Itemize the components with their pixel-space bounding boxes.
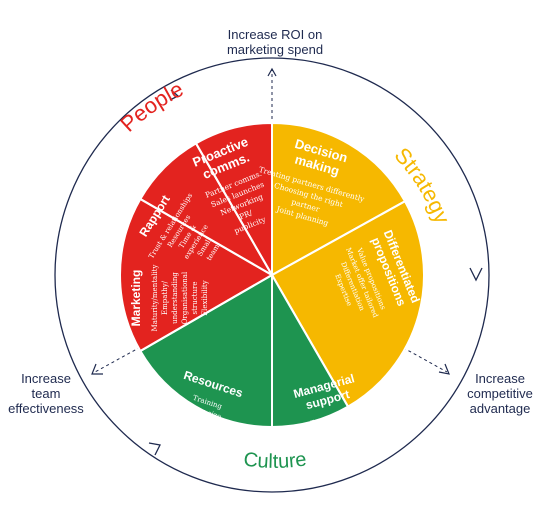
segment-title-line: Marketing <box>129 270 143 327</box>
goal-left-line-1: Increase <box>21 371 71 386</box>
segment-item-text: Empathy/ <box>161 280 169 315</box>
cycle-arrow-icon-top-left <box>169 89 180 101</box>
outer-cycle-ring <box>54 57 490 493</box>
spoke-arrow-icon-left <box>91 363 103 375</box>
cycle-arrow-icon-right <box>469 267 483 282</box>
segment-item-text: understanding <box>171 272 179 324</box>
segment-item-text: Organisational <box>181 271 189 324</box>
goal-right-line-1: Increase <box>475 371 525 386</box>
segment-divider <box>271 200 406 276</box>
goal-increase-competitive-advantage: Increase competitive advantage <box>450 371 550 416</box>
segment-decision-making <box>271 121 407 277</box>
segment-divider <box>139 198 273 276</box>
segment-resources <box>138 273 273 429</box>
segment-divider <box>271 274 349 408</box>
spoke-arrow-icon-right <box>438 363 450 375</box>
segment-item-text: Flexibility <box>201 280 209 315</box>
theme-people-label: People <box>115 76 187 137</box>
segment-divider <box>139 274 273 352</box>
cycle-arrow-icon-bottom-left <box>148 442 161 456</box>
goal-right-line-2: competitive <box>467 386 533 401</box>
goal-left-line-2: team <box>31 386 61 401</box>
goal-top-line-2: marketing spend <box>226 42 324 57</box>
segment-item-text: structure <box>191 282 199 315</box>
segment-item-text: Maturity/mentality <box>151 265 159 332</box>
goal-left-line-3: effectiveness <box>8 401 84 416</box>
segment-marketing <box>119 197 275 353</box>
goal-increase-team-effectiveness: Increase team effectiveness <box>0 371 92 416</box>
goal-right-line-3: advantage <box>469 401 531 416</box>
segment-differentiated-propositions <box>270 199 425 409</box>
segment-divider <box>195 142 273 276</box>
goal-increase-roi: Increase ROI on marketing spend <box>200 27 350 57</box>
dashed-spoke-left <box>94 274 273 373</box>
goal-top-line-1: Increase ROI on <box>227 27 323 42</box>
spoke-arrow-icon-top <box>267 67 277 77</box>
theme-culture-label: Culture <box>242 448 308 472</box>
